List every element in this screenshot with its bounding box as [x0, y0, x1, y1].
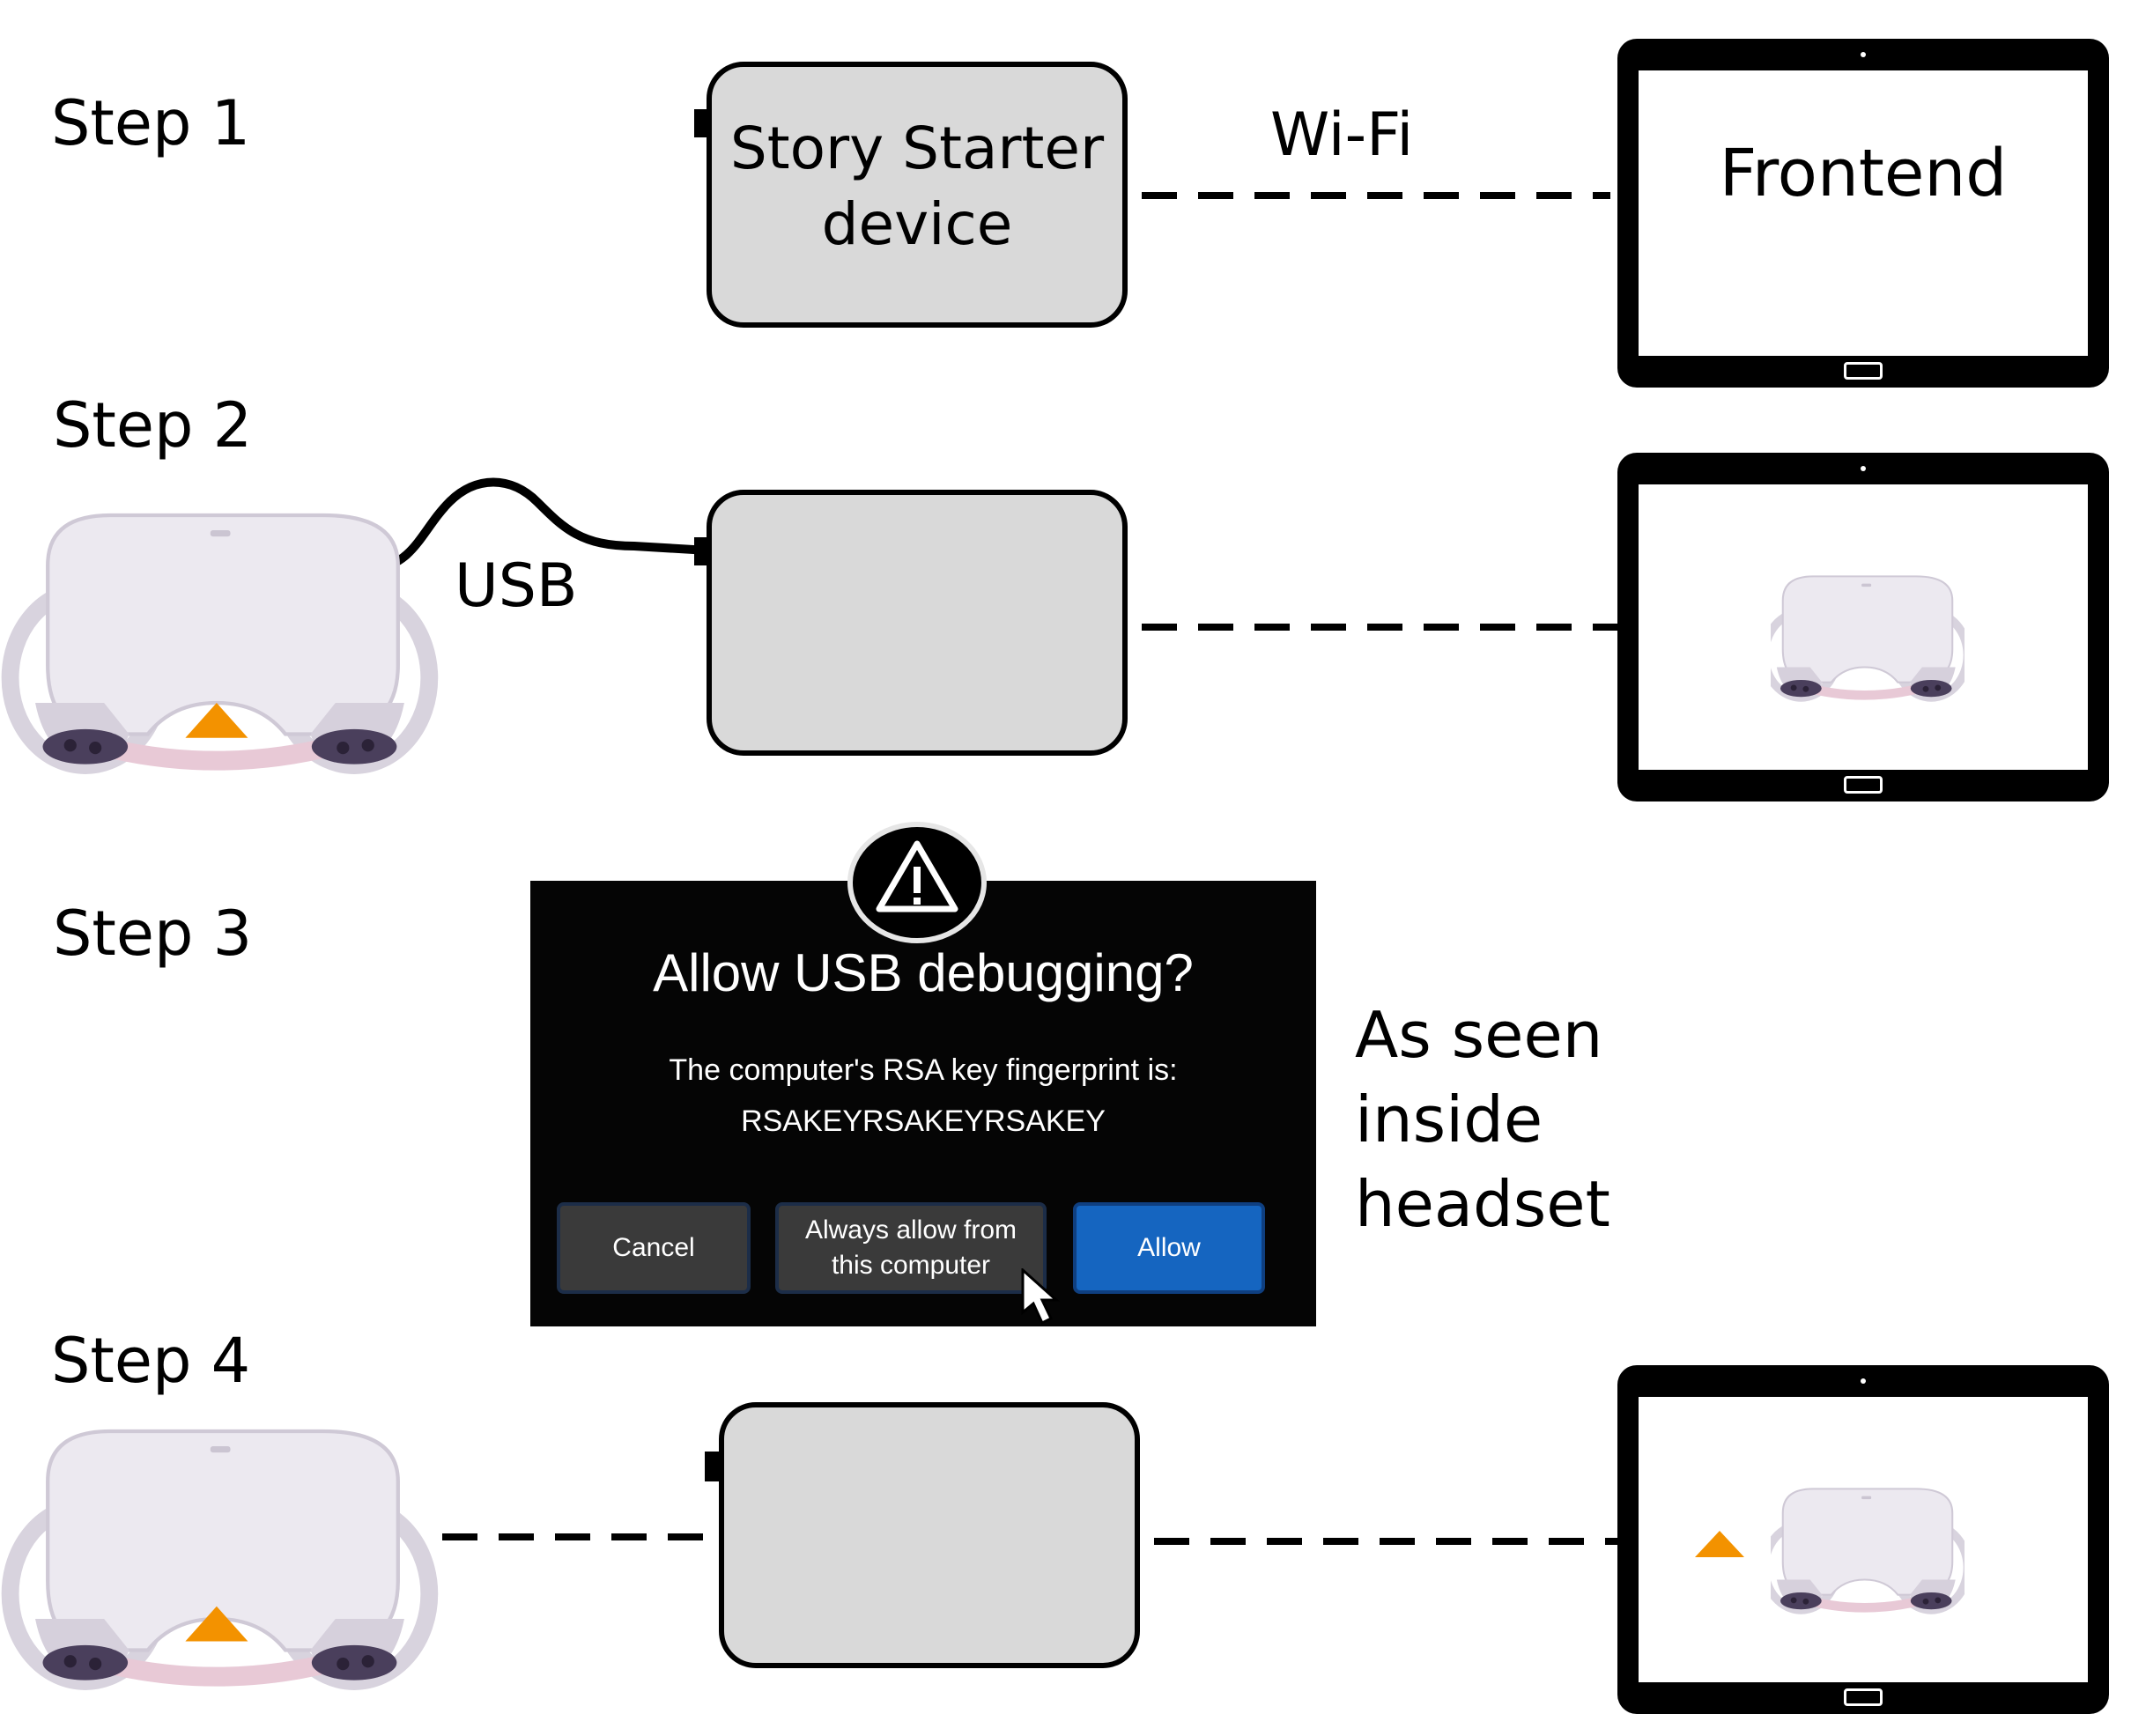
- always-allow-label-line1: Always allow from: [804, 1215, 1017, 1245]
- note-line1: As seen: [1355, 998, 1603, 1072]
- usb-cable: [376, 477, 709, 573]
- warning-icon: [847, 822, 987, 943]
- tablet-camera: [1861, 52, 1866, 57]
- note-line2: inside: [1355, 1082, 1543, 1156]
- frontend-tablet: Frontend: [1617, 39, 2109, 388]
- tablet-screen: [1639, 484, 2088, 770]
- vr-headset-icon: [11, 515, 430, 771]
- dialog-fingerprint: RSAKEYRSAKEYRSAKEY: [741, 1104, 1106, 1138]
- usb-label: USB: [455, 551, 578, 621]
- as-seen-inside-headset-note: As seen inside headset: [1355, 993, 1654, 1246]
- tablet-camera: [1861, 466, 1866, 471]
- frontend-tablet: [1617, 453, 2109, 802]
- vr-headset-icon: [1771, 1485, 1965, 1626]
- device-label-line1: Story Starter: [729, 115, 1105, 182]
- vr-headset-icon: [11, 1431, 430, 1687]
- story-starter-device: Story Starter device: [707, 62, 1128, 328]
- story-starter-device: [719, 1402, 1140, 1668]
- frontend-label: Frontend: [1719, 136, 2008, 211]
- tablet-screen: Frontend: [1639, 70, 2088, 356]
- tablet-home-button: [1844, 362, 1883, 380]
- tablet-home-button: [1844, 1688, 1883, 1706]
- always-allow-label-line2: this computer: [831, 1251, 991, 1280]
- note-line3: headset: [1355, 1167, 1610, 1241]
- dialog-title: Allow USB debugging?: [653, 943, 1194, 1002]
- step-4-label: Step 4: [51, 1325, 251, 1397]
- step-1-label: Step 1: [51, 87, 251, 159]
- frontend-tablet: [1617, 1365, 2109, 1714]
- orange-arrow-icon: [1695, 1531, 1744, 1557]
- step-2-label: Step 2: [53, 389, 253, 462]
- step-3-label: Step 3: [53, 898, 253, 970]
- allow-button[interactable]: Allow: [1073, 1202, 1265, 1294]
- wifi-label: Wi-Fi: [1270, 100, 1414, 170]
- dialog-message: The computer's RSA key fingerprint is:: [669, 1053, 1178, 1087]
- allow-button-label: Allow: [1137, 1232, 1201, 1262]
- cancel-button-label: Cancel: [612, 1232, 695, 1262]
- cancel-button[interactable]: Cancel: [557, 1202, 751, 1294]
- tablet-screen: [1639, 1397, 2088, 1682]
- vr-headset-icon: [1771, 573, 1965, 713]
- story-starter-device: [707, 490, 1128, 756]
- device-label-line2: device: [821, 190, 1013, 258]
- always-allow-button[interactable]: Always allow from this computer: [775, 1202, 1047, 1294]
- usb-debugging-dialog: Allow USB debugging? The computer's RSA …: [530, 881, 1316, 1326]
- mouse-pointer-icon: [1021, 1268, 1060, 1326]
- tablet-camera: [1861, 1378, 1866, 1384]
- tablet-home-button: [1844, 776, 1883, 794]
